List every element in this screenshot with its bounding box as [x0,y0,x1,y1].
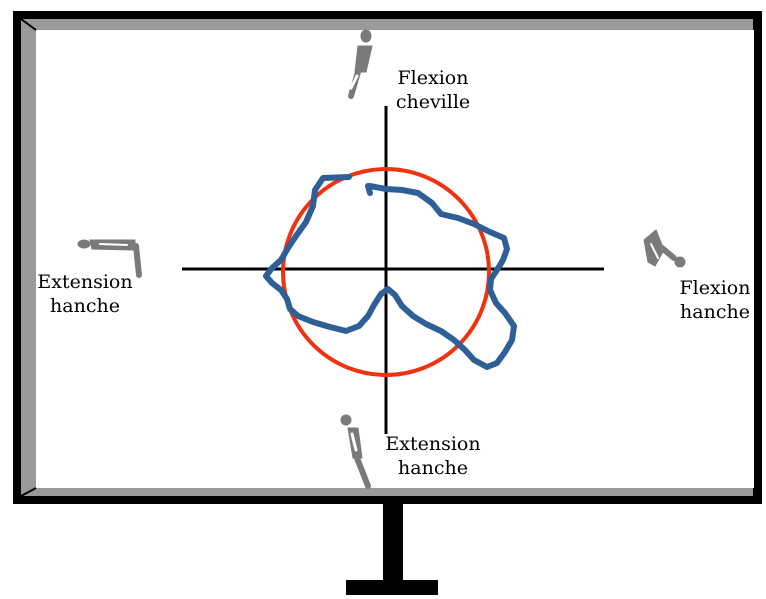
axis-label-left: Extension hanche [30,270,140,318]
axis-label-right: Flexion hanche [670,276,760,324]
bezel-corners [20,18,755,497]
axis-label-top-line2: cheville [395,91,471,113]
axis-label-bottom-line2: hanche [398,457,468,479]
axis-label-right-line1: Flexion [679,277,751,299]
screen-area [36,30,754,488]
axis-label-top-line1: Flexion [397,67,469,89]
person-leaning-forward-icon [348,29,373,99]
target-circle [281,167,491,377]
monitor-stand-neck [383,504,403,584]
axis-label-left-line2: hanche [50,295,120,317]
person-bent-over-icon [77,239,142,278]
trajectory-trace [263,174,517,370]
axis-label-left-line1: Extension [37,271,133,293]
axis-label-right-line2: hanche [680,301,750,323]
axis-label-bottom: Extension hanche [376,432,490,480]
person-leaning-back-icon [340,414,371,489]
axis-label-top: Flexion cheville [388,66,478,114]
monitor-stand-base [346,580,438,595]
person-crouching-icon [643,229,686,268]
axis-label-bottom-line1: Extension [385,433,481,455]
